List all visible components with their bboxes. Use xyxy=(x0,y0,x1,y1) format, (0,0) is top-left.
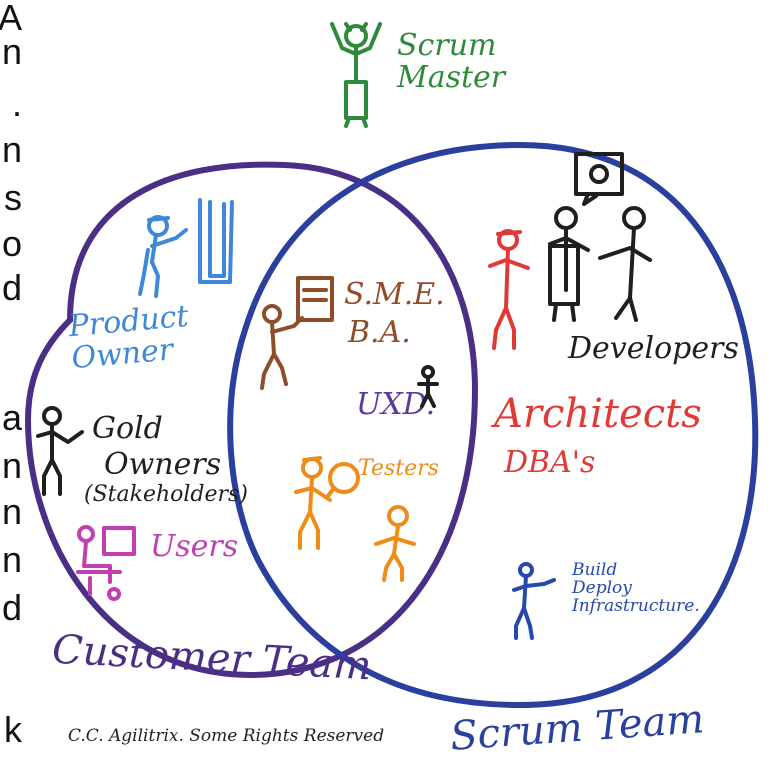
credit-line: C.C. Agilitrix. Some Rights Reserved xyxy=(68,726,385,746)
left-edge-fragment: n xyxy=(1,448,22,484)
left-edge-fragment: n xyxy=(1,132,22,168)
users-label: Users xyxy=(150,529,239,564)
sme-ba-icon xyxy=(260,276,334,390)
testers-icon xyxy=(294,456,416,582)
uxd-icon xyxy=(417,365,439,408)
testers-label: Testers xyxy=(358,456,439,481)
left-edge-fragment: a xyxy=(1,400,22,436)
left-edge-fragment: A xyxy=(0,0,22,36)
left-edge-fragment: k xyxy=(4,712,22,748)
build-deploy-label: Build Deploy Infrastructure. xyxy=(572,560,700,616)
scrum-team-circle xyxy=(227,141,759,709)
product-owner-icon xyxy=(138,198,234,298)
left-edge-fragment: d xyxy=(1,270,22,306)
left-edge-fragment: . xyxy=(11,86,22,122)
left-edge-fragment: n xyxy=(1,494,22,530)
gold-owners-icon xyxy=(36,406,84,496)
architects-label: Architects xyxy=(494,391,702,437)
left-edge-fragment: n xyxy=(1,542,22,578)
ba-label: B.A. xyxy=(348,315,411,350)
scrum-master-icon xyxy=(330,22,382,128)
gold-owners-label-line2: Owners xyxy=(104,447,222,482)
developers-icon xyxy=(488,152,652,350)
customer-team-circle xyxy=(24,161,479,679)
scrum-master-label: Scrum Master xyxy=(397,28,506,95)
left-edge-fragment: o xyxy=(1,226,22,262)
gold-owners-label: Gold xyxy=(92,411,163,446)
stakeholders-label: (Stakeholders) xyxy=(84,482,248,507)
users-icon xyxy=(76,525,136,601)
sme-label: S.M.E. xyxy=(344,277,445,312)
dbas-label: DBA's xyxy=(504,445,596,480)
left-edge-fragment: d xyxy=(1,590,22,626)
left-edge-fragment: n xyxy=(1,34,22,70)
build-deploy-icon xyxy=(512,562,556,640)
left-edge-fragment: s xyxy=(4,180,22,216)
developers-label: Developers xyxy=(568,331,739,366)
product-owner-label: Product Owner xyxy=(67,298,190,376)
